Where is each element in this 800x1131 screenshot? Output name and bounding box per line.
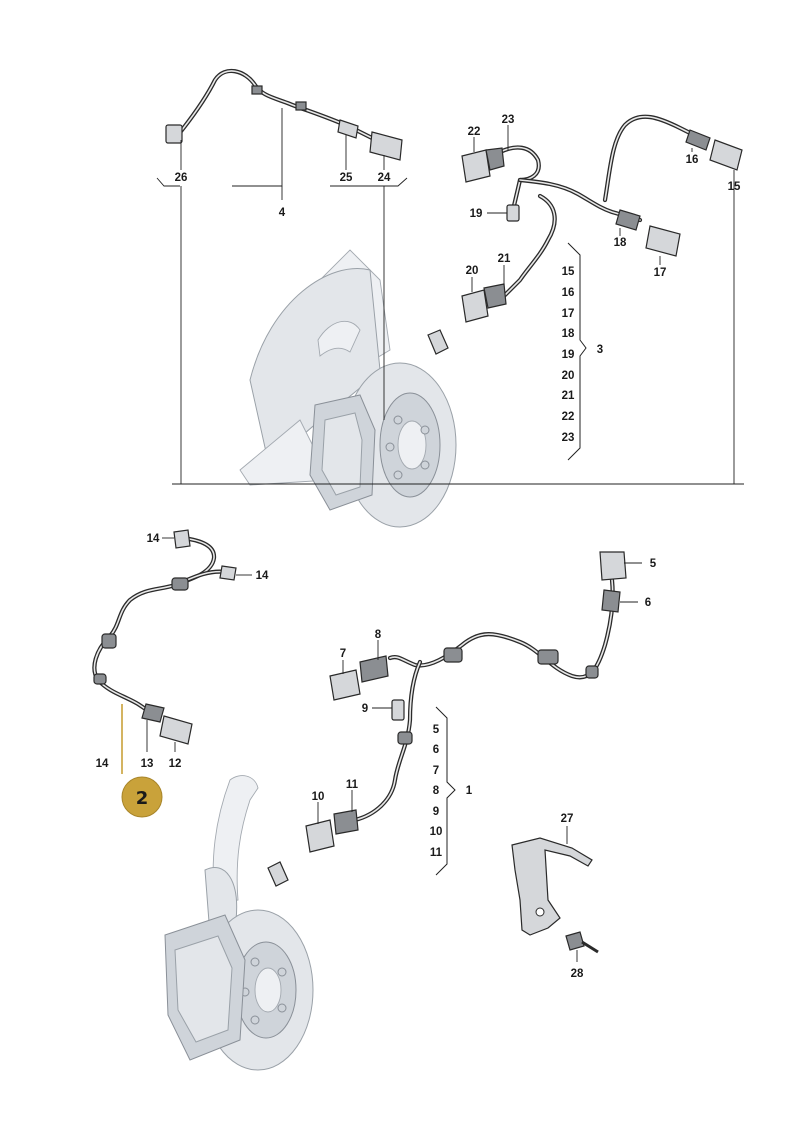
callout-27: 27 — [561, 813, 574, 825]
callout-23: 23 — [502, 114, 515, 126]
clip-icon — [443, 647, 463, 663]
callout-16: 16 — [686, 154, 699, 166]
group-item: 19 — [562, 349, 575, 361]
group-item: 22 — [562, 411, 575, 423]
callout-14: 14 — [147, 533, 160, 545]
clip-icon — [93, 673, 107, 685]
sensor-plug-26 — [165, 124, 183, 144]
group-item: 16 — [562, 287, 575, 299]
section-badge: 2 — [121, 776, 163, 818]
grommet-25 — [337, 119, 359, 139]
group-item: 9 — [433, 806, 439, 818]
grommet-11 — [333, 809, 359, 835]
grommet-16 — [685, 129, 711, 151]
top-harness-3 — [427, 114, 743, 355]
callout-17: 17 — [654, 267, 667, 279]
group-item: 8 — [433, 785, 440, 797]
harness-14-callouts: 14 14 14 13 12 — [96, 533, 269, 774]
callout-19: 19 — [470, 208, 483, 220]
clip-icon — [295, 101, 307, 111]
clip-icon — [251, 85, 263, 95]
speed-sensor-icon — [427, 329, 449, 355]
connector-7 — [329, 669, 361, 701]
group-list-1: 1 5 6 7 8 9 10 11 — [430, 706, 473, 876]
top-harness-callouts: 26 4 25 24 — [156, 108, 744, 485]
badge-number: 2 — [136, 788, 149, 809]
group-item: 23 — [562, 432, 575, 444]
connector-24 — [369, 131, 403, 161]
sensor-plug-9 — [391, 699, 405, 721]
callout-8: 8 — [375, 629, 382, 641]
callout-13: 13 — [141, 758, 154, 770]
clip-icon — [397, 731, 413, 745]
grommet-6 — [601, 589, 621, 613]
sensor-plug-14 — [173, 529, 191, 549]
callout-15: 15 — [728, 181, 741, 193]
clip-icon — [171, 577, 189, 591]
callout-24: 24 — [378, 172, 391, 184]
bolt-28 — [565, 931, 599, 954]
connector-12 — [159, 715, 193, 745]
connector-20 — [461, 289, 489, 323]
grommet-13 — [141, 703, 165, 723]
bracket-27 — [511, 837, 593, 936]
connector-22 — [461, 149, 491, 183]
connector-5 — [599, 551, 627, 581]
callout-7: 7 — [340, 648, 346, 660]
badge-circle — [121, 776, 163, 818]
callout-9: 9 — [362, 703, 368, 715]
callout-14: 14 — [96, 758, 109, 770]
group-item: 6 — [433, 744, 439, 756]
callout-14: 14 — [256, 570, 269, 582]
callout-12: 12 — [169, 758, 182, 770]
callout-5: 5 — [650, 558, 657, 570]
group-list-3: 3 15 16 17 18 19 20 21 22 23 — [562, 242, 603, 461]
group-item: 15 — [562, 266, 575, 278]
group-label-3: 3 — [597, 344, 603, 356]
top-brake-assembly-illustration — [239, 249, 457, 528]
callout-4: 4 — [279, 207, 286, 219]
callout-25: 25 — [340, 172, 353, 184]
top-harness-3-callouts: 22 23 16 15 19 18 17 20 21 — [466, 114, 741, 484]
bracket-callouts: 27 28 — [561, 813, 584, 980]
group-item: 17 — [562, 308, 575, 320]
callout-22: 22 — [468, 126, 481, 138]
grommet-8 — [359, 655, 389, 683]
connector-15 — [709, 139, 743, 171]
grommet-18 — [615, 209, 641, 231]
connector-10 — [305, 819, 335, 853]
speed-sensor-icon — [267, 861, 289, 887]
clip-icon — [537, 649, 559, 665]
group-item: 18 — [562, 328, 575, 340]
callout-11: 11 — [346, 779, 359, 791]
grommet-21 — [483, 283, 507, 309]
callout-26: 26 — [175, 172, 188, 184]
sensor-plug-14 — [219, 565, 237, 581]
top-harness-4 — [165, 68, 403, 161]
callout-20: 20 — [466, 265, 479, 277]
group-item: 20 — [562, 370, 575, 382]
callout-28: 28 — [571, 968, 584, 980]
group-item: 5 — [433, 724, 440, 736]
group-item: 7 — [433, 765, 439, 777]
callout-21: 21 — [498, 253, 511, 265]
callout-18: 18 — [614, 237, 627, 249]
sensor-plug-19 — [506, 204, 520, 222]
connector-17 — [645, 225, 681, 257]
group-item: 21 — [562, 390, 575, 402]
group-label-1: 1 — [466, 785, 473, 797]
callout-10: 10 — [312, 791, 325, 803]
harness-1-callouts: 5 6 7 8 9 10 11 — [312, 558, 657, 824]
grommet-23 — [485, 147, 505, 171]
clip-icon — [101, 633, 117, 649]
bottom-brake-assembly-illustration — [164, 775, 314, 1071]
harness-14 — [92, 529, 237, 745]
callout-6: 6 — [645, 597, 651, 609]
group-item: 10 — [430, 826, 443, 838]
clip-icon — [585, 665, 599, 679]
group-item: 11 — [430, 847, 443, 859]
harness-1 — [305, 551, 627, 853]
